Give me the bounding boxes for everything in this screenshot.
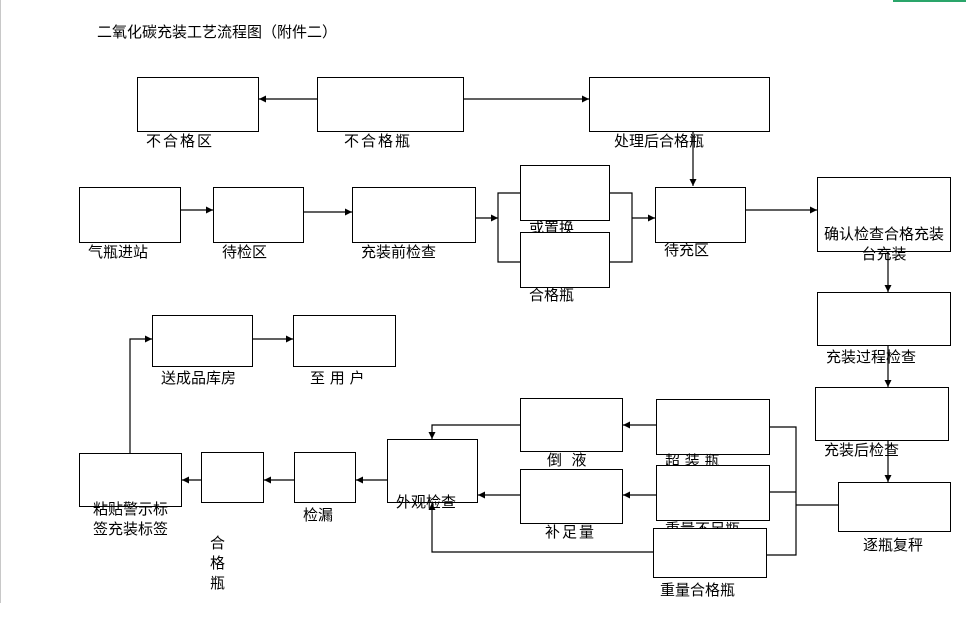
node-top-up-label: 补足量 (545, 523, 597, 541)
bracket-right (610, 192, 633, 263)
connector-layer (129, 95, 892, 556)
node-leak-check: 检漏 (294, 452, 356, 524)
node-weight-ok-label: 重量合格瓶 (660, 581, 736, 599)
node-cylinder-in-label: 气瓶进站 (88, 243, 149, 261)
diagram-title: 二氧化碳充装工艺流程图（附件二） (97, 23, 338, 41)
node-ok-cylinder-1: 合格瓶 (520, 232, 610, 304)
node-reject-zone-label: 不合格区 (146, 132, 215, 150)
node-ok-cylinder-1-label: 合格瓶 (529, 286, 575, 304)
node-inspect-zone: 待检区 (213, 187, 304, 261)
node-treated-ok-label: 处理后合格瓶 (614, 132, 705, 150)
node-confirm-fill-label: 确认检查合格充装台充装 (824, 225, 945, 263)
node-post-fill-check-label: 充装后检查 (824, 441, 900, 459)
node-pre-fill-check: 充装前检查 (352, 187, 476, 261)
node-underweight: 重量不足瓶 (656, 465, 770, 538)
node-inspect-zone-label: 待检区 (222, 243, 268, 261)
arrow-label-to-warehouse (129, 335, 152, 453)
page-left-border (0, 0, 1, 603)
bracket-reweigh (767, 426, 797, 556)
node-to-warehouse: 送成品库房 (152, 315, 253, 387)
node-label-label: 粘贴警示标签充装标签 (92, 500, 168, 538)
top-accent-bar (893, 0, 966, 2)
node-overfill: 超 装 瓶 (656, 399, 770, 470)
node-reject-cylinder-label: 不合格瓶 (344, 132, 413, 150)
node-to-warehouse-label: 送成品库房 (161, 369, 237, 387)
node-fill-process-check-label: 充装过程检查 (826, 348, 917, 366)
bracket-left (497, 192, 520, 263)
node-cylinder-in: 气瓶进站 (79, 187, 181, 261)
node-treated-ok: 处理后合格瓶 (589, 77, 770, 150)
node-fill-process-check: 充装过程检查 (817, 292, 951, 366)
node-replace: 或置换 (520, 165, 610, 237)
node-ok-cylinder-2-label: 合 格 瓶 (210, 534, 242, 592)
node-wait-fill-label: 待充区 (664, 241, 710, 259)
node-reject-cylinder: 不合格瓶 (317, 77, 464, 150)
node-ok-cylinder-2: 合 格 瓶 (201, 452, 264, 592)
node-visual-check: 外观检查 (387, 439, 478, 511)
node-label: 粘贴警示标签充装标签 (79, 453, 182, 538)
node-to-user-label: 至 用 户 (310, 369, 365, 387)
node-wait-fill: 待充区 (655, 187, 746, 259)
node-visual-check-label: 外观检查 (396, 493, 457, 511)
node-drain-label: 倒 液 (547, 451, 587, 469)
node-reweigh-label: 逐瓶复秤 (863, 536, 924, 554)
node-leak-check-label: 检漏 (303, 506, 334, 524)
node-post-fill-check: 充装后检查 (815, 387, 949, 459)
node-confirm-fill: 确认检查合格充装台充装 (817, 177, 951, 263)
node-pre-fill-check-label: 充装前检查 (361, 243, 437, 261)
arrow-drain-to-visual (428, 424, 520, 439)
node-top-up: 补足量 (520, 469, 623, 541)
node-drain: 倒 液 (520, 398, 623, 469)
node-to-user: 至 用 户 (293, 315, 396, 387)
node-weight-ok: 重量合格瓶 (653, 528, 767, 599)
node-reweigh: 逐瓶复秤 (838, 482, 951, 554)
arrow-weightok-to-visual (428, 503, 653, 553)
node-reject-zone: 不合格区 (137, 77, 259, 150)
